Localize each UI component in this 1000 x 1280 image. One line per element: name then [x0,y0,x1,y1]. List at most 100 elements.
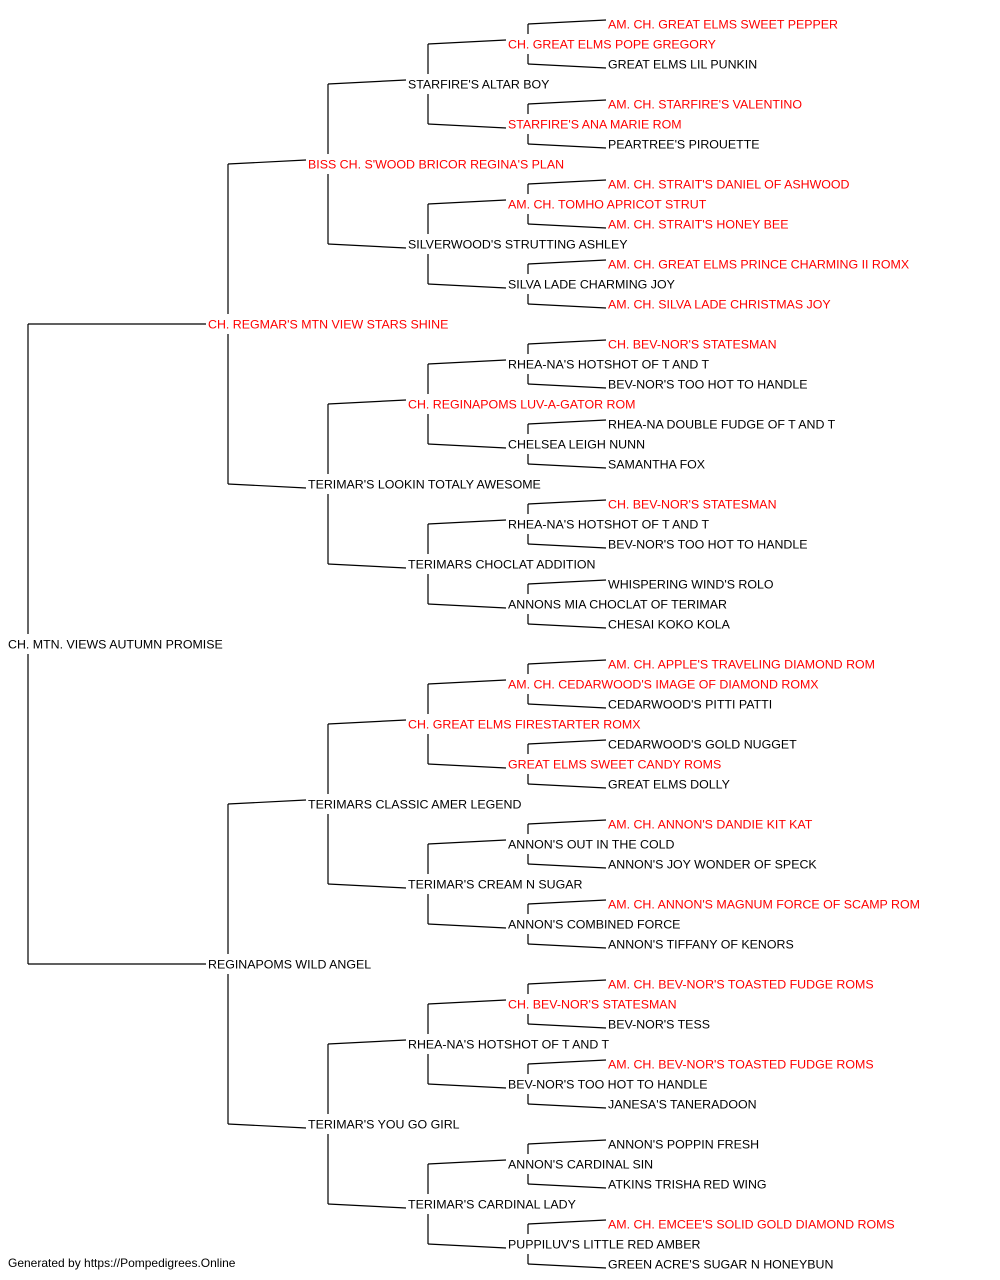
dam-branch [427,1243,507,1249]
sire-branch [227,799,307,805]
pedigree-entry: JANESA'S TANERADOON [608,1098,757,1112]
pedigree-entry: AM. CH. BEV-NOR'S TOASTED FUDGE ROMS [608,1058,874,1072]
pedigree-entry: STARFIRE'S ANA MARIE ROM [508,118,682,132]
pedigree-entry: AM. CH. GREAT ELMS PRINCE CHARMING II RO… [608,258,909,272]
sire-branch [527,339,607,345]
dam-branch [227,1123,307,1129]
dam-branch [427,763,507,769]
sire-branch [427,519,507,525]
dam-branch [327,883,407,889]
pedigree-entry: CH. REGINAPOMS LUV-A-GATOR ROM [408,398,635,412]
sire-branch [227,159,307,165]
sire-branch [527,579,607,585]
sire-branch [427,199,507,205]
sire-branch [527,1059,607,1065]
sire-branch [527,179,607,185]
pedigree-entry: CH. GREAT ELMS POPE GREGORY [508,38,716,52]
pedigree-entry: AM. CH. SILVA LADE CHRISTMAS JOY [608,298,831,312]
pedigree-entry: TERIMAR'S LOOKIN TOTALY AWESOME [308,478,541,492]
pedigree-entry: STARFIRE'S ALTAR BOY [408,78,549,92]
dam-branch [427,1083,507,1089]
dam-branch [527,783,607,789]
sire-branch [527,499,607,505]
sire-branch [527,739,607,745]
pedigree-entry: AM. CH. STRAIT'S HONEY BEE [608,218,788,232]
pedigree-entry: AM. CH. ANNON'S MAGNUM FORCE OF SCAMP RO… [608,898,920,912]
dam-branch [327,1203,407,1209]
pedigree-entry: RHEA-NA DOUBLE FUDGE OF T AND T [608,418,836,432]
pedigree-entry: BEV-NOR'S TOO HOT TO HANDLE [608,538,808,552]
sire-branch [527,1139,607,1145]
pedigree-entry: TERIMARS CHOCLAT ADDITION [408,558,596,572]
sire-branch [527,899,607,905]
sire-branch [527,19,607,25]
pedigree-entry: AM. CH. TOMHO APRICOT STRUT [508,198,707,212]
pedigree-entry: AM. CH. BEV-NOR'S TOASTED FUDGE ROMS [608,978,874,992]
dam-branch [527,943,607,949]
dam-branch [527,383,607,389]
sire-branch [527,819,607,825]
sire-branch [327,719,407,725]
pedigree-entry: CEDARWOOD'S GOLD NUGGET [608,738,797,752]
pedigree-entry: CEDARWOOD'S PITTI PATTI [608,698,772,712]
pedigree-entry: RHEA-NA'S HOTSHOT OF T AND T [508,518,710,532]
pedigree-entry: GREEN ACRE'S SUGAR N HONEYBUN [608,1258,833,1272]
pedigree-entry: RHEA-NA'S HOTSHOT OF T AND T [408,1038,610,1052]
pedigree-entry: CH. REGMAR'S MTN VIEW STARS SHINE [208,318,448,332]
pedigree-entry: PEARTREE'S PIROUETTE [608,138,760,152]
pedigree-entry: BEV-NOR'S TESS [608,1018,710,1032]
pedigree-entry: SILVA LADE CHARMING JOY [508,278,675,292]
pedigree-entry: GREAT ELMS SWEET CANDY ROMS [508,758,721,772]
sire-branch [427,359,507,365]
dam-branch [427,603,507,609]
dam-branch [527,1183,607,1189]
pedigree-entry: AM. CH. APPLE'S TRAVELING DIAMOND ROM [608,658,875,672]
dam-branch [527,223,607,229]
dam-branch [427,443,507,449]
pedigree-entry: SAMANTHA FOX [608,458,705,472]
dam-branch [527,1023,607,1029]
pedigree-entry: ANNON'S COMBINED FORCE [508,918,680,932]
pedigree-entry: PUPPILUV'S LITTLE RED AMBER [508,1238,700,1252]
pedigree-entry: AM. CH. STARFIRE'S VALENTINO [608,98,802,112]
dam-branch [527,303,607,309]
dam-branch [527,1263,607,1269]
pedigree-entry: REGINAPOMS WILD ANGEL [208,958,371,972]
pedigree-entry: CH. BEV-NOR'S STATESMAN [508,998,677,1012]
dam-branch [527,143,607,149]
sire-branch [327,399,407,405]
pedigree-entry: ANNON'S POPPIN FRESH [608,1138,759,1152]
dam-branch [527,623,607,629]
sire-branch [427,999,507,1005]
dam-branch [527,63,607,69]
sire-branch [527,1219,607,1225]
pedigree-entry: ANNONS MIA CHOCLAT OF TERIMAR [508,598,727,612]
pedigree-entry: CHESAI KOKO KOLA [608,618,731,632]
dam-branch [327,563,407,569]
sire-branch [427,39,507,45]
dam-branch [527,463,607,469]
pedigree-entry: ANNON'S TIFFANY OF KENORS [608,938,794,952]
pedigree-entry: ANNON'S JOY WONDER OF SPECK [608,858,817,872]
sire-branch [427,1159,507,1165]
pedigree-entry: AM. CH. EMCEE'S SOLID GOLD DIAMOND ROMS [608,1218,895,1232]
pedigree-entry: CH. BEV-NOR'S STATESMAN [608,338,777,352]
pedigree-entry: CHELSEA LEIGH NUNN [508,438,645,452]
pedigree-entry: RHEA-NA'S HOTSHOT OF T AND T [508,358,710,372]
dam-branch [427,283,507,289]
dam-branch [427,123,507,129]
pedigree-entry: AM. CH. CEDARWOOD'S IMAGE OF DIAMOND ROM… [508,678,819,692]
sire-branch [427,679,507,685]
pedigree-entry: AM. CH. STRAIT'S DANIEL OF ASHWOOD [608,178,850,192]
pedigree-entry: ANNON'S CARDINAL SIN [508,1158,653,1172]
dam-branch [227,483,307,489]
pedigree-entry: CH. GREAT ELMS FIRESTARTER ROMX [408,718,640,732]
sire-branch [327,1039,407,1045]
pedigree-entry: ATKINS TRISHA RED WING [608,1178,767,1192]
pedigree-entry: CH. MTN. VIEWS AUTUMN PROMISE [8,638,223,652]
sire-branch [327,79,407,85]
dam-branch [527,863,607,869]
sire-branch [527,659,607,665]
pedigree-entry: TERIMAR'S CARDINAL LADY [408,1198,576,1212]
pedigree-entry: TERIMAR'S CREAM N SUGAR [408,878,583,892]
